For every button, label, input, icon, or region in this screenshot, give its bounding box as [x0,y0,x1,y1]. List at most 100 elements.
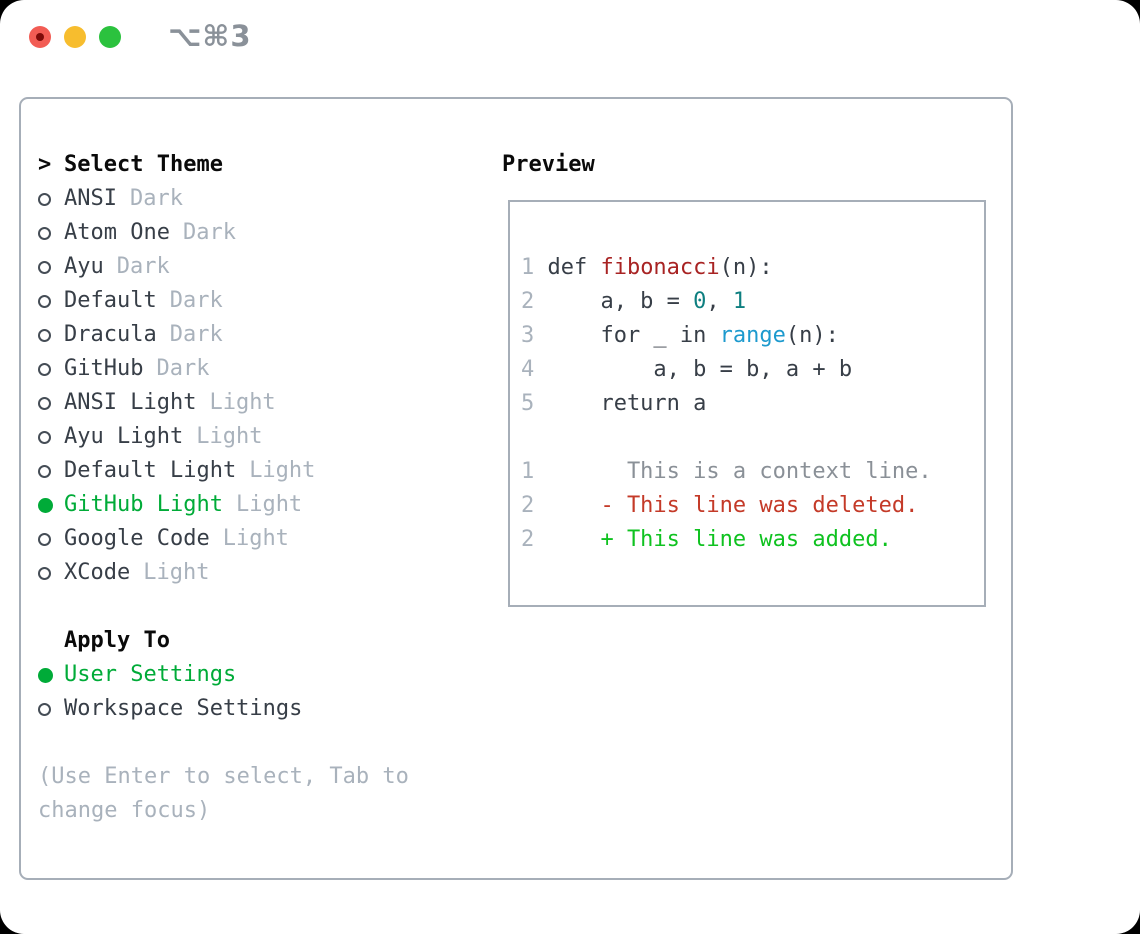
line-content: a, b = b, a + b [547,357,853,382]
line-number: 5 [521,391,535,416]
select-theme-header: > Select Theme [38,148,1011,182]
titlebar: ⌥⌘3 [0,0,1140,74]
gutter [38,430,64,444]
theme-option[interactable]: Dracula Dark [38,318,1011,352]
option-label: Atom One [64,220,170,245]
radio-selected-icon [38,497,53,513]
theme-option[interactable]: XCode Light [38,556,1011,590]
variant-tag: Dark [129,186,183,211]
code-line: 1 def fibonacci(n): [521,251,984,285]
gutter [38,702,64,716]
theme-option[interactable]: Ayu Dark [38,250,1011,284]
option-label: GitHub Light [64,492,223,517]
code-line: 5 return a [521,387,984,421]
apply-to-option[interactable]: Workspace Settings [38,692,1011,726]
option-label: Dracula [64,322,157,347]
radio-unselected-icon [38,362,51,376]
code-line: 1 This is a context line. [521,455,984,489]
apply-to-header: Apply To [38,624,1011,658]
theme-option[interactable]: ANSI Dark [38,182,1011,216]
gutter [38,294,64,308]
theme-option[interactable]: Google Code Light [38,522,1011,556]
line-content: + This line was added. [547,527,892,552]
line-content: def fibonacci(n): [547,255,773,280]
option-label: ANSI [64,186,117,211]
variant-tag: Light [235,492,303,517]
variant-tag: Dark [169,322,223,347]
option-label: Ayu [64,254,104,279]
line-number: 1 [521,459,535,484]
window-title: ⌥⌘3 [168,19,252,53]
line-number: 2 [521,527,535,552]
radio-unselected-icon [38,294,51,308]
radio-unselected-icon [38,702,51,716]
maximize-button[interactable] [99,26,121,48]
gutter [38,532,64,546]
line-content: return a [547,391,707,416]
variant-tag: Light [249,458,316,483]
close-button[interactable] [29,26,51,48]
variant-tag: Dark [182,220,236,245]
variant-tag: Light [209,390,276,415]
option-label: Google Code [64,526,210,551]
apply-to-option[interactable]: User Settings [38,658,1011,692]
radio-unselected-icon [38,430,51,444]
code-line: 3 for _ in range(n): [521,319,984,353]
radio-unselected-icon [38,328,51,342]
close-dot-icon [36,33,44,41]
gutter [38,260,64,274]
line-number: 1 [521,255,535,280]
option-label: ANSI Light [64,390,197,415]
radio-unselected-icon [38,396,51,410]
gutter [38,362,64,376]
code-line [521,421,984,455]
select-theme-title: Select Theme [64,152,223,177]
theme-option[interactable]: Atom One Dark [38,216,1011,250]
option-label: Default Light [64,458,237,483]
radio-unselected-icon [38,464,51,478]
variant-tag: Light [222,526,289,551]
line-content: a, b = 0, 1 [547,289,747,314]
line-number [521,421,534,455]
variant-tag: Light [143,560,210,585]
option-label: Workspace Settings [64,696,303,721]
option-label: XCode [64,560,131,585]
variant-tag: Dark [116,254,170,279]
gutter [38,497,64,513]
option-label: Ayu Light [64,424,184,449]
line-number: 2 [521,289,535,314]
theme-option[interactable]: GitHub Light Light [38,488,1011,522]
code-line: 2 + This line was added. [521,523,984,557]
gutter [38,396,64,410]
line-number: 4 [521,357,535,382]
minimize-button[interactable] [64,26,86,48]
theme-option[interactable]: ANSI Light Light [38,386,1011,420]
radio-selected-icon [38,667,53,683]
theme-option[interactable]: Default Light Light [38,454,1011,488]
prompt-caret-icon: > [38,152,52,177]
line-content: This is a context line. [547,459,932,484]
gutter [38,192,64,206]
gutter [38,464,64,478]
gutter [38,667,64,683]
code-line: 2 a, b = 0, 1 [521,285,984,319]
line-number: 3 [521,323,535,348]
gutter [38,328,64,342]
code-line: 2 - This line was deleted. [521,489,984,523]
gutter [38,566,64,580]
variant-tag: Dark [156,356,210,381]
hint-text: (Use Enter to select, Tab to change focu… [38,764,409,823]
radio-unselected-icon [38,566,51,580]
option-label: User Settings [64,662,237,687]
